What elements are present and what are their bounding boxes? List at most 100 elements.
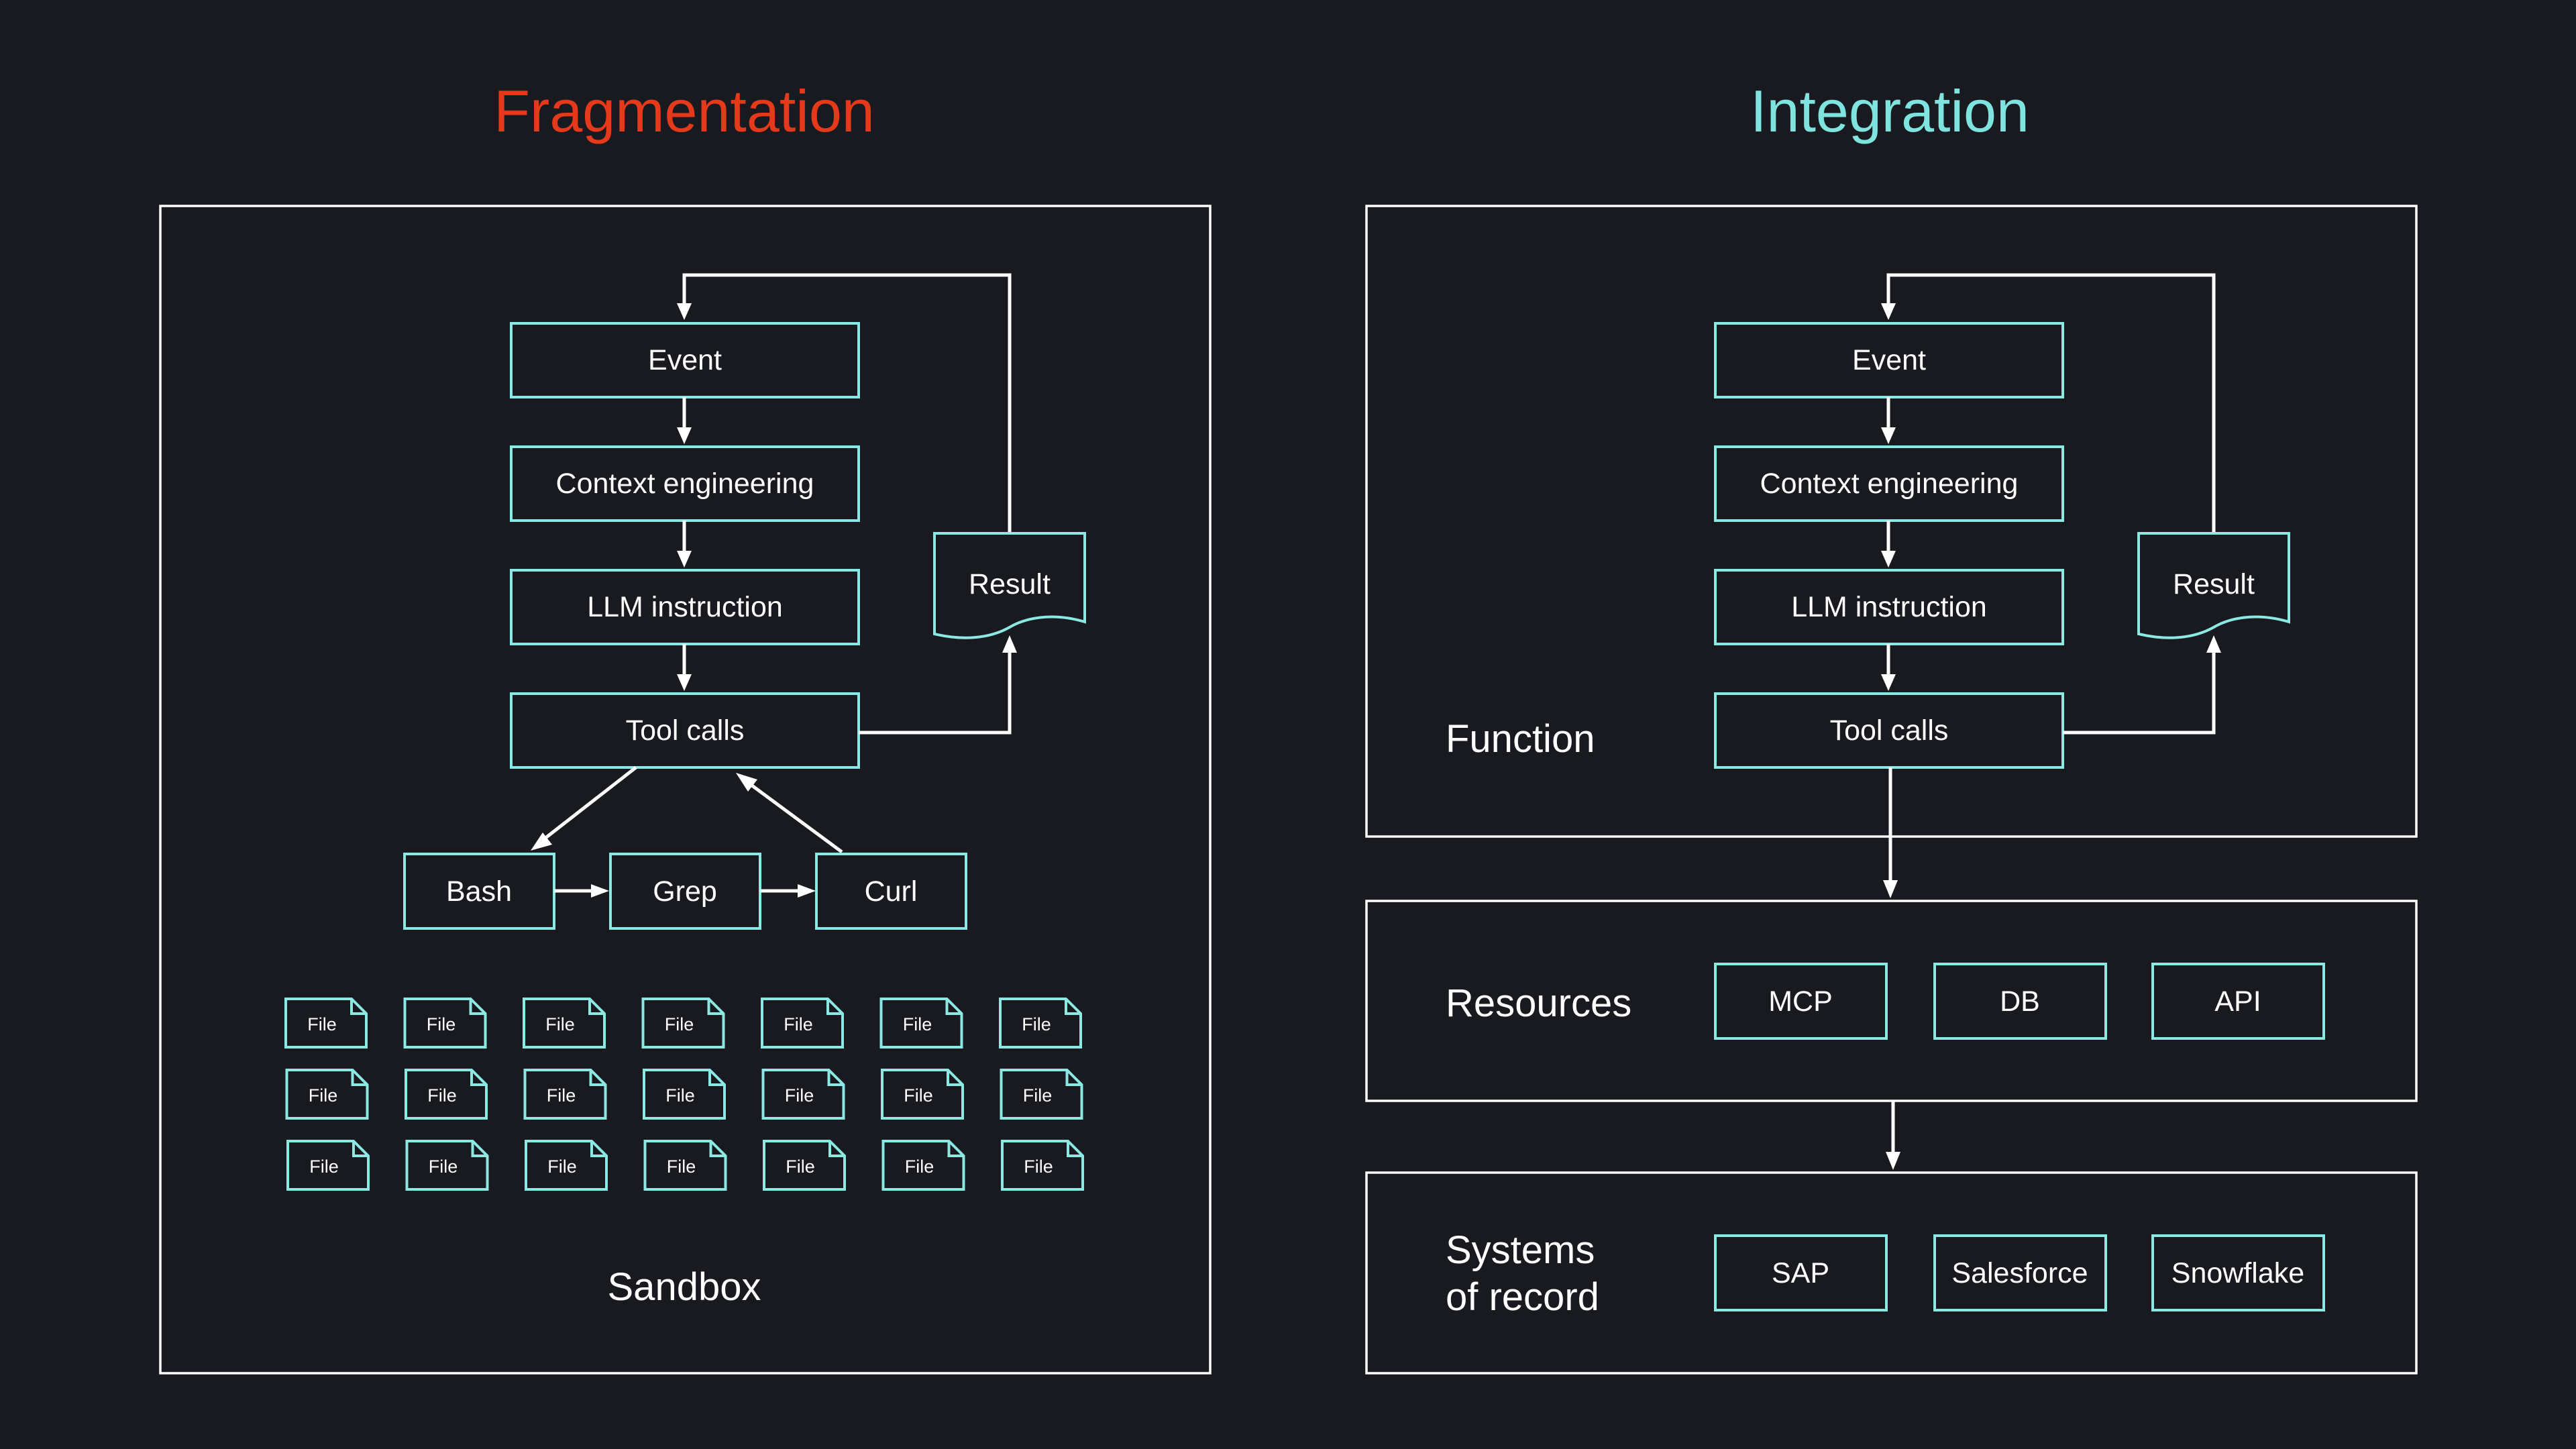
file-icon: File — [881, 1140, 965, 1191]
tool-calls-label: Tool calls — [626, 714, 745, 747]
llm-instruction-box: LLM instruction — [510, 569, 860, 645]
file-icon: File — [881, 1069, 964, 1120]
systems-of-record-frame — [1365, 1171, 2418, 1375]
file-label: File — [545, 1014, 575, 1034]
file-icon: File — [641, 998, 725, 1049]
file-icon: File — [761, 998, 844, 1049]
tool-to-bash-line — [543, 766, 637, 840]
systems-label-line1: Systems — [1446, 1228, 1595, 1272]
snowflake-box: Snowflake — [2151, 1234, 2325, 1311]
sandbox-frame — [159, 205, 1212, 1375]
file-label: File — [904, 1085, 933, 1106]
result-document: Result — [2137, 532, 2290, 639]
context-engineering-box: Context engineering — [1714, 445, 2064, 522]
file-label: File — [785, 1085, 814, 1106]
tool-to-result-line — [859, 651, 1012, 735]
result-document: Result — [933, 532, 1086, 639]
tool-calls-label: Tool calls — [1830, 714, 1949, 747]
fragmentation-title: Fragmentation — [494, 78, 874, 144]
arrowhead — [736, 773, 757, 792]
arrowhead — [677, 674, 692, 691]
arrowhead — [1883, 880, 1898, 898]
file-label: File — [665, 1014, 694, 1034]
llm-instruction-label: LLM instruction — [1791, 591, 1987, 623]
file-label: File — [547, 1157, 577, 1177]
resources-label: Resources — [1446, 981, 1631, 1025]
file-label: File — [667, 1157, 696, 1177]
llm-instruction-box: LLM instruction — [1714, 569, 2064, 645]
file-label: File — [905, 1157, 934, 1177]
curl-box: Curl — [815, 853, 967, 930]
file-label: File — [307, 1014, 337, 1034]
file-label: File — [427, 1085, 457, 1106]
arrowhead — [1881, 303, 1896, 320]
db-label: DB — [2000, 985, 2040, 1018]
file-icon: File — [284, 998, 368, 1049]
llm-instruction-label: LLM instruction — [587, 591, 783, 623]
arrowhead — [591, 884, 609, 898]
arrowhead — [1881, 551, 1896, 568]
sap-box: SAP — [1714, 1234, 1888, 1311]
arrowhead — [677, 427, 692, 444]
result-label: Result — [969, 568, 1051, 600]
sap-label: SAP — [1772, 1257, 1829, 1289]
arrowhead — [1002, 635, 1017, 653]
arrowhead — [531, 833, 552, 851]
context-engineering-box: Context engineering — [510, 445, 860, 522]
api-box: API — [2151, 963, 2325, 1040]
file-label: File — [1023, 1085, 1053, 1106]
salesforce-box: Salesforce — [1933, 1234, 2107, 1311]
feedback-loop-line — [1886, 273, 2216, 533]
file-icon: File — [643, 1069, 726, 1120]
file-icon: File — [523, 1069, 607, 1120]
db-box: DB — [1933, 963, 2107, 1040]
file-icon: File — [523, 998, 606, 1049]
file-icon: File — [879, 998, 963, 1049]
tool-calls-box: Tool calls — [510, 692, 860, 769]
feedback-loop-line — [682, 273, 1012, 533]
context-engineering-label: Context engineering — [556, 468, 814, 500]
api-label: API — [2214, 985, 2261, 1018]
context-engineering-label: Context engineering — [1760, 468, 2019, 500]
file-label: File — [429, 1157, 458, 1177]
event-box: Event — [1714, 322, 2064, 398]
bash-box: Bash — [403, 853, 555, 930]
tool-to-result-line — [2063, 651, 2216, 735]
snowflake-label: Snowflake — [2171, 1257, 2304, 1289]
mcp-label: MCP — [1768, 985, 1833, 1018]
function-label: Function — [1446, 717, 1595, 761]
grep-box: Grep — [609, 853, 761, 930]
file-icon: File — [403, 998, 487, 1049]
result-label: Result — [2173, 568, 2255, 600]
file-label: File — [427, 1014, 456, 1034]
file-label: File — [665, 1085, 695, 1106]
file-icon: File — [405, 1140, 489, 1191]
grep-label: Grep — [653, 875, 717, 908]
file-label: File — [1024, 1157, 1053, 1177]
tool-calls-box: Tool calls — [1714, 692, 2064, 769]
file-icon: File — [643, 1140, 727, 1191]
file-label: File — [784, 1014, 813, 1034]
arrowhead — [798, 884, 816, 898]
arrowhead — [677, 303, 692, 320]
file-label: File — [309, 1157, 339, 1177]
file-label: File — [903, 1014, 932, 1034]
curl-label: Curl — [865, 875, 918, 908]
file-label: File — [309, 1085, 338, 1106]
arrowhead — [1881, 427, 1896, 444]
file-icon: File — [999, 998, 1082, 1049]
systems-label-line2: of record — [1446, 1275, 1599, 1319]
file-icon: File — [525, 1140, 608, 1191]
event-label: Event — [1852, 344, 1926, 376]
file-label: File — [547, 1085, 576, 1106]
arrowhead — [1886, 1152, 1900, 1170]
event-box: Event — [510, 322, 860, 398]
curl-to-tool-line — [748, 782, 843, 854]
file-icon: File — [761, 1069, 845, 1120]
mcp-box: MCP — [1714, 963, 1888, 1040]
file-icon: File — [763, 1140, 846, 1191]
salesforce-label: Salesforce — [1951, 1257, 2088, 1289]
file-icon: File — [286, 1140, 370, 1191]
bash-label: Bash — [446, 875, 512, 908]
